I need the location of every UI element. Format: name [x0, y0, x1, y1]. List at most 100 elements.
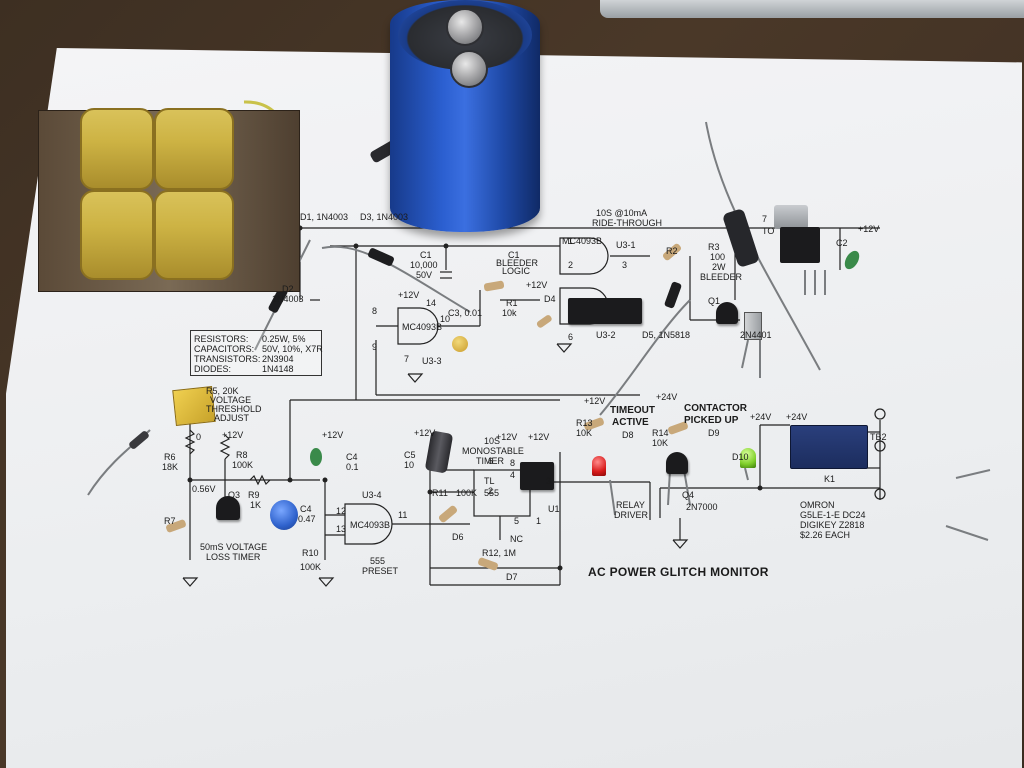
label-pin-4: 4	[510, 470, 516, 480]
label-d10: D10	[732, 452, 749, 462]
label-r8-vcc: +12V	[222, 430, 244, 440]
label-r6-value: 18K	[162, 462, 179, 472]
label-d4-vcc: +12V	[526, 280, 548, 290]
label-c4a-value: 0.1	[346, 462, 359, 472]
label-ride-through-2: RIDE-THROUGH	[592, 218, 662, 228]
label-r14-vcc: +24V	[656, 392, 678, 402]
label-r11-value: 100K	[456, 488, 478, 498]
transformer-coil-3	[80, 190, 154, 280]
relay-k1	[790, 425, 868, 469]
label-r5-1: R5, 20K	[206, 386, 239, 396]
callout-timeout-2: ACTIVE	[612, 417, 649, 428]
legend-diodes-label: DIODES:	[194, 364, 232, 374]
transistor-q3	[216, 496, 240, 520]
label-c1-value: 10,000	[410, 260, 438, 270]
transistor-q1	[716, 302, 738, 324]
capacitor-terminal-1	[446, 8, 484, 46]
label-r6: R6	[164, 452, 176, 462]
label-omron-2: G5LE-1-E DC24	[800, 510, 866, 520]
label-timer-50ms-1: 50mS VOLTAGE	[200, 542, 268, 552]
label-pin-10: 10	[440, 314, 451, 324]
label-r3-value-2: 2W	[712, 262, 726, 272]
label-u34: U3-4	[362, 490, 382, 500]
label-omron-3: DIGIKEY Z2818	[800, 520, 865, 530]
label-555-vcc-2: +12V	[528, 432, 550, 442]
label-r13: R13	[576, 418, 593, 428]
label-pin-12: 12	[336, 506, 347, 516]
transformer-coil-4	[154, 190, 234, 280]
led-d8	[592, 456, 606, 476]
label-omron-1: OMRON	[800, 500, 835, 510]
label-u34-part: MC4093B	[350, 520, 391, 530]
transistor-metal-can	[744, 312, 762, 340]
label-d2-part: 1N4003	[272, 294, 304, 304]
legend-transistors-label: TRANSISTORS:	[194, 354, 261, 364]
label-r12: R12, 1M	[482, 548, 517, 558]
label-pin-6: 6	[488, 456, 494, 466]
label-r14: R14	[652, 428, 669, 438]
label-v056: 0.56V	[192, 484, 216, 494]
transformer-coil-2	[154, 108, 234, 190]
label-regulator-2: TO	[762, 226, 775, 236]
legend-capacitors-label: CAPACITORS:	[194, 344, 255, 354]
label-reg-output: +12V	[858, 224, 880, 234]
label-k1: K1	[824, 474, 836, 484]
label-pin-8: 8	[510, 458, 516, 468]
label-r8: R8	[236, 450, 248, 460]
label-r5-2: VOLTAGE	[210, 395, 252, 405]
capacitor-c3	[452, 336, 468, 352]
label-r3-value-3: BLEEDER	[700, 272, 743, 282]
ic-tl555	[520, 462, 554, 490]
ic-mc4093b	[568, 298, 642, 324]
label-d4: D4	[544, 294, 556, 304]
legend-diodes-value: 1N4148	[262, 364, 294, 374]
label-r13-vcc: +12V	[584, 396, 606, 406]
label-relay-driver-1: RELAY	[616, 500, 645, 510]
label-tb2: TB2	[870, 432, 887, 442]
label-u33: U3-3	[422, 356, 442, 366]
capacitor-terminal-2	[450, 50, 488, 88]
label-r3-value-1: 100	[710, 252, 726, 262]
legend-resistors-value: 0.25W, 5%	[262, 334, 306, 344]
label-r14-value: 10K	[652, 438, 669, 448]
label-pin-7: 7	[404, 354, 410, 364]
label-pin-1: 1	[536, 516, 542, 526]
label-pin-13: 13	[336, 524, 347, 534]
label-d5: D5, 1N5818	[642, 330, 691, 340]
label-c1-bleeder-3: LOGIC	[502, 266, 531, 276]
voltage-regulator	[770, 205, 830, 275]
label-c4b-value: 0.47	[298, 514, 316, 524]
label-preset-2: PRESET	[362, 566, 399, 576]
label-r1-value: 10k	[502, 308, 517, 318]
label-pin-3b: 3	[622, 260, 628, 270]
capacitor-c4	[270, 500, 298, 530]
label-555-vcc-1: +12V	[496, 432, 518, 442]
label-pin-8b: 8	[372, 306, 378, 316]
label-u1: U1	[548, 504, 560, 514]
label-pin-2: 2	[488, 486, 494, 496]
label-r1: R1	[506, 298, 518, 308]
label-r9-value: 1K	[250, 500, 262, 510]
label-c5-vcc: +12V	[414, 428, 436, 438]
label-u31-part: MC4093B	[562, 236, 603, 246]
label-r8-value: 100K	[232, 460, 254, 470]
label-u32: U3-2	[596, 330, 616, 340]
label-mono-3: TIMER	[476, 456, 504, 466]
label-q1-part: 2N4401	[740, 330, 772, 340]
label-c1-voltage: 50V	[416, 270, 433, 280]
transistor-q4	[666, 452, 688, 474]
label-mono-1: 10S	[484, 436, 501, 446]
label-r10: R10	[302, 548, 319, 558]
label-pin-14: 14	[426, 298, 437, 308]
label-r10-value: 100K	[300, 562, 322, 572]
label-timer-50ms-2: LOSS TIMER	[206, 552, 261, 562]
label-c5: C5	[404, 450, 416, 460]
label-preset-1: 555	[370, 556, 386, 566]
label-d10-vcc: +24V	[750, 412, 772, 422]
label-pin-3: 3	[546, 476, 552, 486]
label-q4-part: 2N7000	[686, 502, 718, 512]
label-r11: R11	[432, 488, 448, 498]
label-q3: Q3	[228, 490, 241, 500]
label-r5-3: THRESHOLD	[206, 404, 262, 414]
label-zero: 0	[196, 432, 202, 442]
